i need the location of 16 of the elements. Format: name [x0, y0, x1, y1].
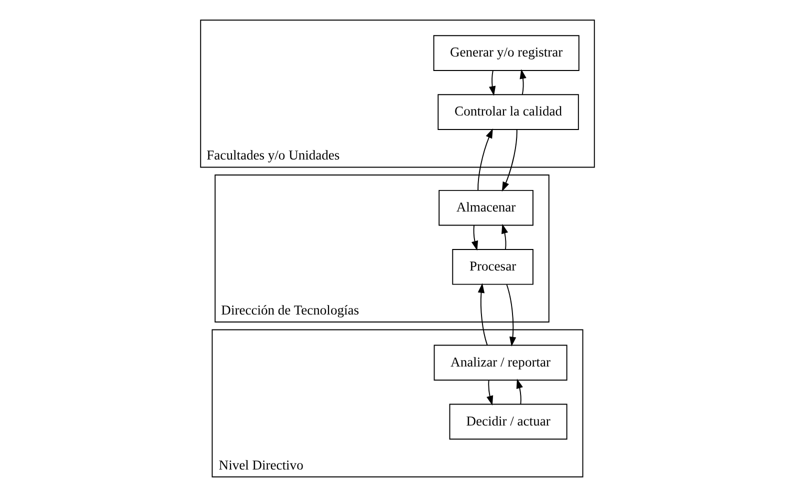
- arrow: [519, 69, 526, 95]
- arrow: [506, 284, 516, 347]
- arrow: [488, 70, 496, 96]
- arrow: [486, 380, 493, 406]
- arrow: [477, 283, 488, 346]
- arrow: [516, 378, 522, 405]
- arrow: [501, 129, 517, 192]
- node-box: Analizar / reportar: [433, 344, 567, 381]
- node-box: Almacenar: [438, 190, 533, 226]
- arrow: [470, 224, 478, 251]
- node-box: Generar y/o registrar: [432, 35, 579, 71]
- node-box: Procesar: [452, 248, 533, 285]
- arrow: [477, 128, 492, 191]
- arrow: [500, 224, 508, 250]
- node-box: Controlar la calidad: [437, 94, 578, 130]
- node-box: Decidir / actuar: [448, 404, 567, 440]
